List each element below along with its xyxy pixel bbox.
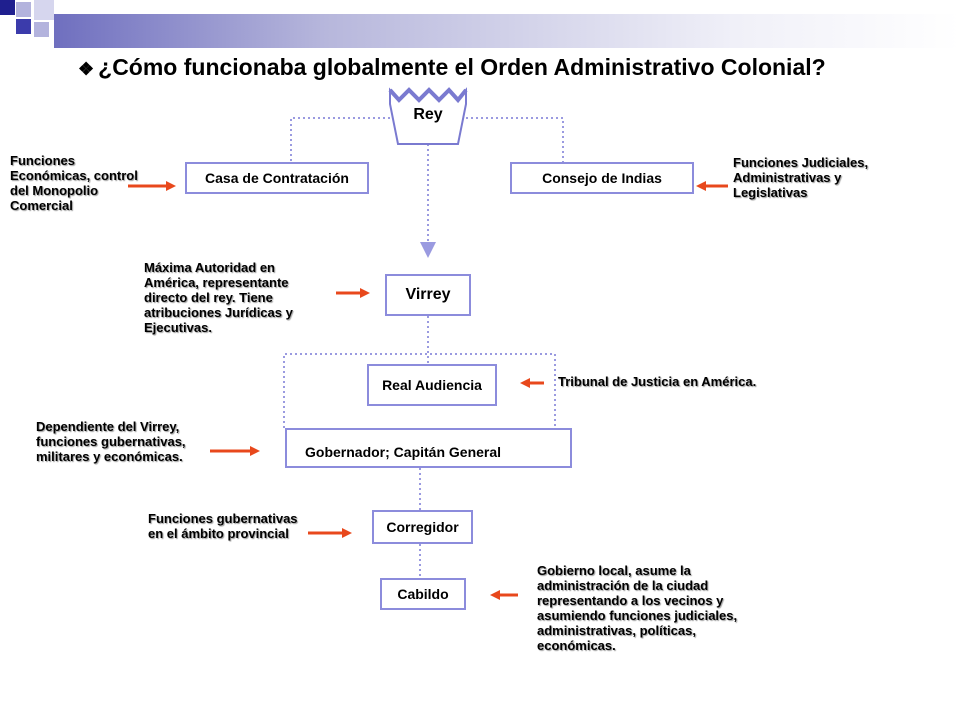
node-corregidor: Corregidor <box>372 510 473 544</box>
arrow-cabildo <box>490 590 518 600</box>
slide-title: ❖¿Cómo funcionaba globalmente el Orden A… <box>78 54 826 81</box>
arrow-gobernador <box>210 446 260 456</box>
arrow-audiencia <box>520 378 544 388</box>
connector-rey-consejo <box>466 117 564 162</box>
connector-rey-casa <box>290 117 390 162</box>
node-consejo-de-indias: Consejo de Indias <box>510 162 694 194</box>
note-real-audiencia: Tribunal de Justicia en América. <box>558 374 757 389</box>
note-consejo-de-indias: Funciones Judiciales, Administrativas y … <box>733 155 869 200</box>
note-casa-de-contratacion: Funciones Económicas, control del Monopo… <box>10 153 138 213</box>
note-gobernador: Dependiente del Virrey, funciones gubern… <box>36 419 186 464</box>
arrow-consejo <box>696 181 728 191</box>
title-bar-gradient <box>54 14 960 48</box>
node-gobernador-capitan-general: Gobernador; Capitán General <box>285 428 572 468</box>
note-virrey: Máxima Autoridad en América, representan… <box>144 260 293 335</box>
diamond-bullet-icon: ❖ <box>78 59 95 79</box>
node-cabildo: Cabildo <box>380 578 466 610</box>
note-corregidor: Funciones gubernativas en el ámbito prov… <box>148 511 298 541</box>
node-casa-de-contratacion: Casa de Contratación <box>185 162 369 194</box>
arrow-corregidor <box>308 528 352 538</box>
corner-squares-decoration <box>0 0 54 37</box>
note-cabildo: Gobierno local, asume la administración … <box>537 563 738 653</box>
node-rey: Rey <box>413 106 443 123</box>
connector-audiencia-bracket <box>283 353 556 428</box>
title-text: ¿Cómo funcionaba globalmente el Orden Ad… <box>98 54 826 80</box>
node-virrey: Virrey <box>385 274 471 316</box>
node-real-audiencia: Real Audiencia <box>367 364 497 406</box>
arrow-virrey <box>336 288 370 298</box>
arrow-casa <box>128 181 176 191</box>
